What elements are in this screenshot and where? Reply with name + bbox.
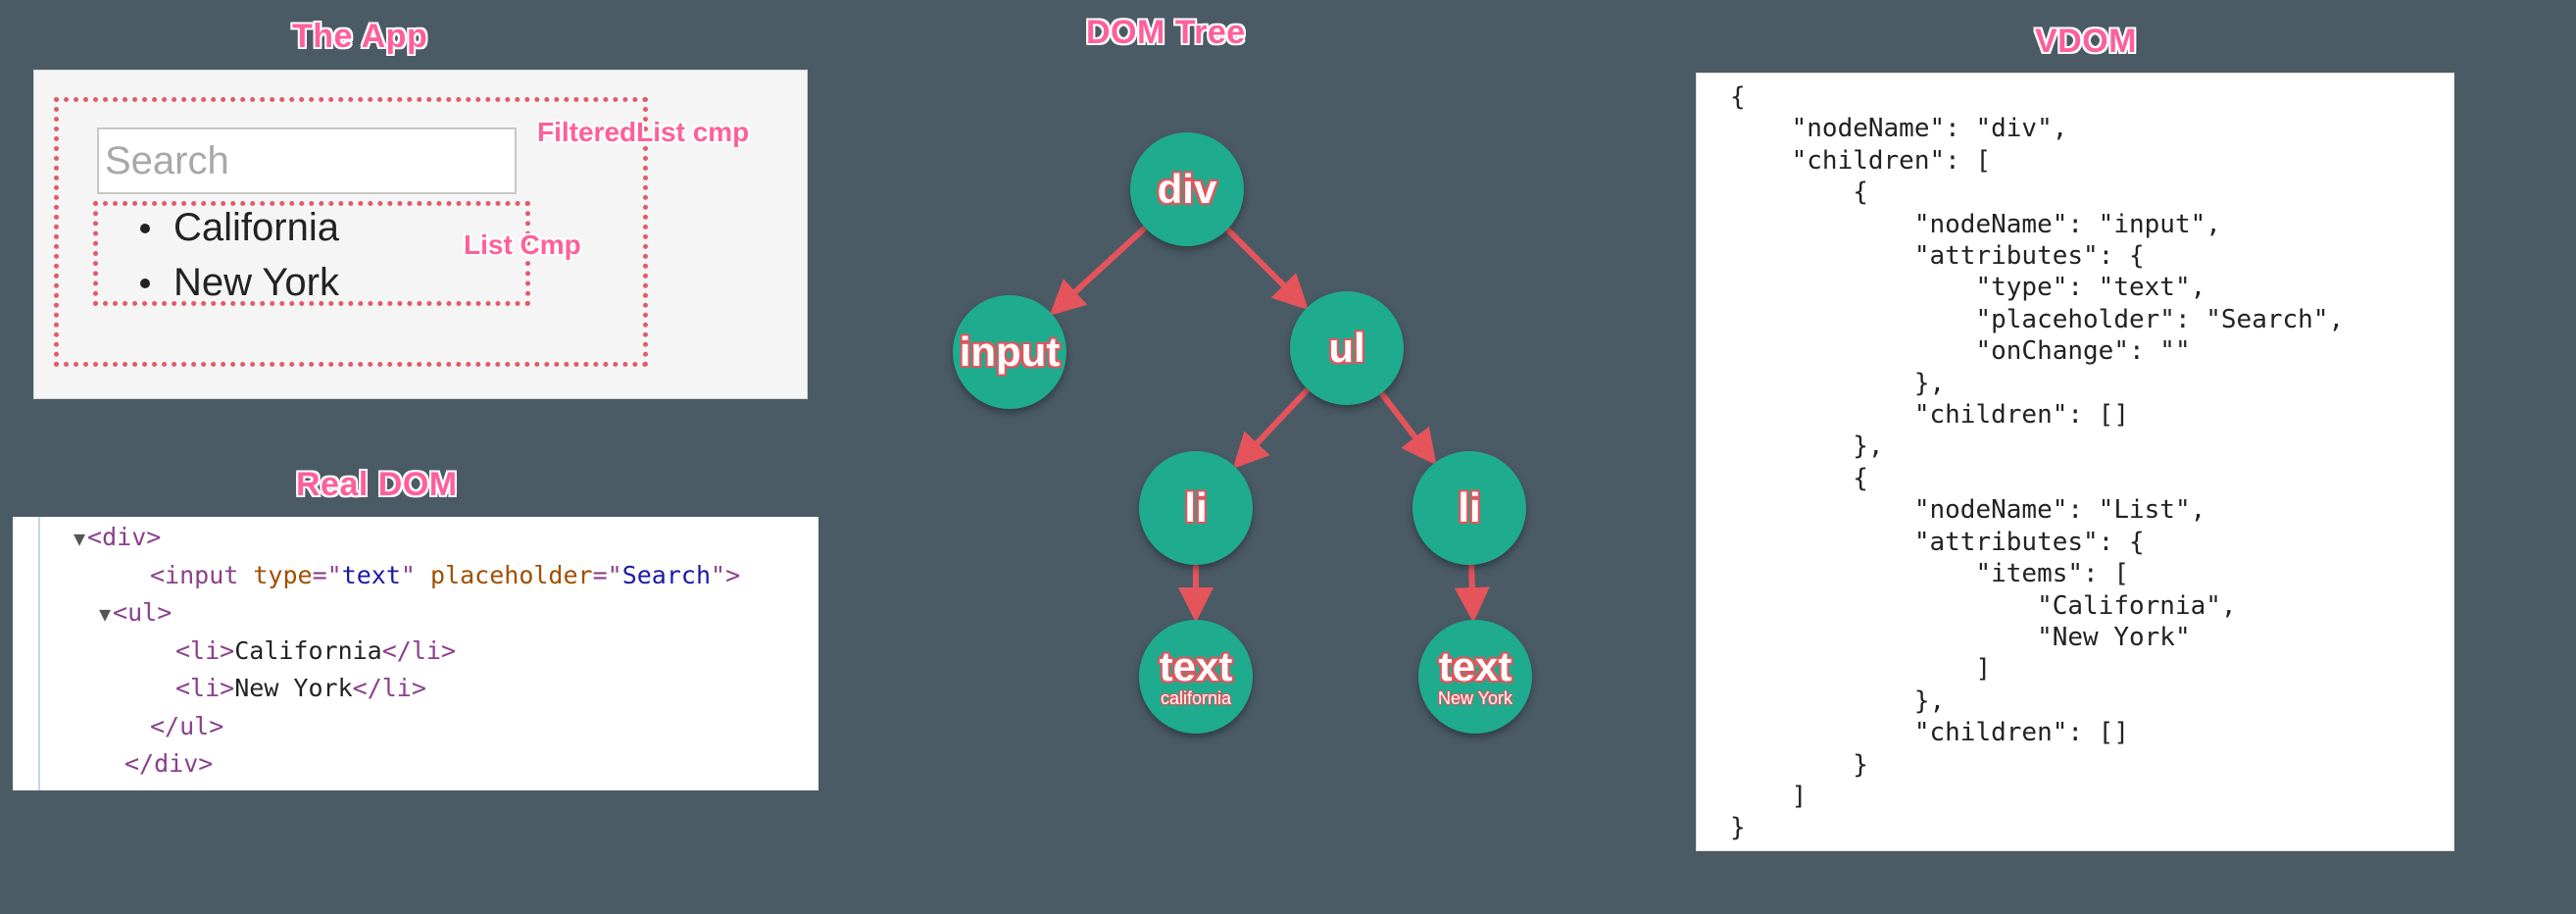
tree-node-label: ul (1328, 325, 1365, 371)
tag-end: </li> (352, 674, 426, 702)
tag-open: </ul (150, 711, 210, 740)
tree-edge-div-ul (1225, 228, 1309, 311)
code-line: <li>California</li> (175, 638, 456, 663)
list-item-label: New York (173, 261, 339, 304)
filtered-list-label: FilteredList cmp (537, 117, 750, 147)
vdom-json-code: { "nodeName": "div", "children": [ { "no… (1730, 82, 2345, 843)
list-component-outline (93, 201, 530, 306)
code-line: ▼<ul> (99, 600, 172, 625)
code-line: ▼<div> (74, 525, 161, 549)
vdom-panel: { "nodeName": "div", "children": [ { "no… (1696, 73, 2454, 851)
gutter-line (38, 517, 40, 790)
code-line: </ul> (150, 714, 223, 738)
expand-toggle-icon[interactable]: ▼ (74, 527, 86, 550)
attr-punct: =" (592, 560, 622, 589)
tree-node-input: input (953, 295, 1066, 409)
filtered-list-component-outline (54, 97, 648, 367)
tree-node-label: text (1438, 643, 1512, 689)
attr-punct: " (711, 560, 726, 589)
tag-close-bracket: > (157, 598, 173, 627)
code-line: <li>New York</li> (175, 676, 426, 700)
tag-open: <input (150, 560, 239, 589)
tree-node-div: div (1130, 132, 1244, 246)
tag-close-bracket: > (198, 749, 214, 778)
tag-close-bracket: > (220, 674, 235, 702)
dom-tree-title: DOM Tree (1086, 14, 1246, 51)
tree-node-label: div (1157, 166, 1217, 212)
tree-node-label: li (1184, 484, 1208, 531)
tree-edge-li2-text2 (1454, 563, 1490, 624)
list-item-label: California (173, 206, 339, 249)
tree-node-sublabel: california (1160, 688, 1232, 708)
text-content: New York (234, 674, 353, 702)
code-line: </div> (124, 751, 213, 776)
tag-open: <ul (113, 598, 158, 627)
expand-toggle-icon[interactable]: ▼ (99, 602, 112, 626)
tag-open: <li (175, 674, 221, 702)
bullet-icon (140, 279, 150, 288)
tag-open: <li (175, 635, 221, 665)
attr-name: type (238, 560, 313, 589)
list-cmp-label: List Cmp (464, 229, 581, 260)
tree-node-label: input (959, 329, 1061, 375)
tag-close-bracket: > (725, 560, 741, 589)
app-title: The App (292, 18, 428, 55)
app-preview-panel: California New York (33, 70, 808, 399)
tag-close-bracket: > (146, 523, 162, 551)
tag-end: </li> (381, 635, 456, 665)
list-item: New York (140, 261, 339, 304)
attr-punct: " (400, 560, 416, 589)
tree-node-li1: li (1139, 451, 1253, 565)
code-line: <input type="text" placeholder="Search"> (150, 563, 740, 587)
tree-node-label: li (1458, 484, 1481, 531)
tree-edge-div-input (1049, 226, 1147, 316)
text-content: California (234, 635, 382, 665)
tag-open: <div (87, 523, 147, 551)
attr-value: text (341, 560, 401, 589)
tag-close-bracket: > (209, 711, 224, 740)
tree-node-li2: li (1412, 451, 1526, 565)
tree-edge-ul-li2 (1379, 391, 1437, 466)
search-input[interactable] (97, 127, 517, 194)
real-dom-panel: ▼<div><input type="text" placeholder="Se… (13, 517, 818, 790)
bullet-icon (140, 224, 150, 233)
attr-value: Search (621, 560, 712, 589)
tag-close-bracket: > (220, 635, 235, 665)
tag-open: </div (124, 749, 199, 778)
vdom-title: VDOM (2035, 23, 2137, 60)
list-item: California (140, 206, 339, 249)
real-dom-title: Real DOM (296, 466, 458, 503)
tree-node-sublabel: New York (1437, 688, 1513, 708)
tree-edge-ul-li1 (1232, 387, 1310, 470)
tree-node-label: text (1159, 643, 1233, 689)
attr-name: placeholder (415, 560, 593, 589)
attr-punct: =" (312, 560, 342, 589)
tree-node-ul: ul (1290, 291, 1404, 405)
